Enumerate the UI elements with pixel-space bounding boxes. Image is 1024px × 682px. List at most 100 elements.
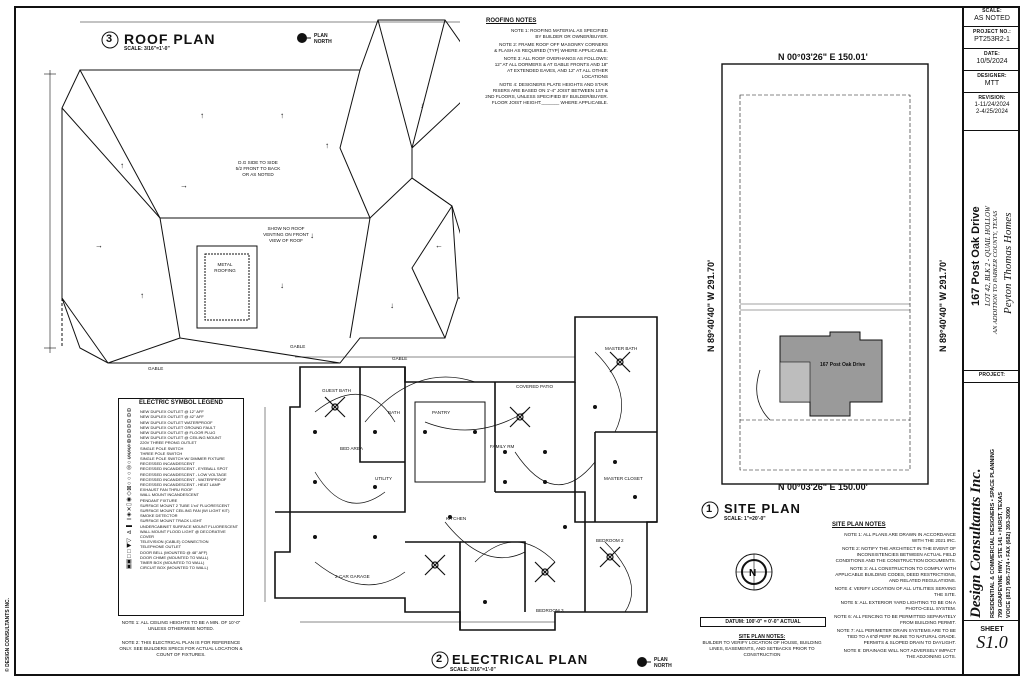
legend-symbol-icon: ○ — [127, 475, 131, 482]
site-plan-drawing — [721, 63, 929, 485]
legend-symbol-icon: ⊖ — [126, 408, 132, 415]
svg-text:↑: ↑ — [140, 291, 144, 300]
tb-date-label: DATE: — [984, 51, 1000, 57]
tb-project-no: PROJECT NO.: PT253R2-1 — [964, 29, 1020, 43]
roofing-note-line: NOTE 4: DESIGNERS PLATE HEIGHTS AND STAI… — [499, 82, 608, 87]
site-plan-number: 1 — [706, 503, 714, 515]
legend-item: ⊕ 220V THREE PRONG OUTLET — [122, 439, 240, 446]
legend-symbol-icon: ▭ — [126, 501, 132, 508]
roof-plan-center-note: D.G SIDE TO SIDE 5/2 FRONT TO BACK OR AS… — [235, 160, 281, 177]
legend-item: ◎ RECESSED INCANDESCENT - EYEBALL SPOT — [122, 465, 240, 472]
svg-text:↓: ↓ — [280, 281, 284, 290]
copyright-text: © DESIGN CONSULTANTS INC. — [5, 597, 11, 672]
legend-title: ELECTRIC SYMBOL LEGEND — [139, 400, 223, 406]
svg-text:N: N — [749, 568, 756, 579]
roofing-note-line: NOTE 1: ROOFING MATERIAL AS SPECIFIED — [511, 28, 608, 33]
legend-item-label: TELEPHONE OUTLET — [140, 544, 182, 550]
room-label: GUEST BATH — [322, 388, 351, 393]
legend-item-label: UNDERCABINET SURFACE MOUNT FLUORESCENT — [140, 523, 239, 529]
roofing-note-line: 2ND FLOORS, UNLESS SPECIFIED BY BUILDER/… — [485, 94, 608, 99]
legend-symbol-icon: ⊕ — [126, 439, 132, 446]
legend-note-2: NOTE 2: THIS ELECTRICAL PLAN IS FOR REFE… — [119, 640, 243, 657]
site-plan-note-line: NOTE 5: ALL EXTERIOR YARD LIGHTING TO BE… — [840, 600, 956, 611]
legend-symbol-icon: □ — [127, 548, 131, 555]
roof-plan-vent-note: SHOW NO ROOF VENTING ON FRONT VIEW OF RO… — [263, 226, 309, 243]
site-plan-note-line: NOTE 2: NOTIFY THE ARCHITECT IN THE EVEN… — [835, 546, 956, 563]
tb-project-label: PROJECT: — [964, 372, 1020, 379]
legend-item: ⊠EXHAUST FAN THRU ROOF — [122, 486, 240, 493]
legend-symbol-icon: ▣ — [126, 564, 132, 571]
tb-project-no-label: PROJECT NO.: — [973, 29, 1011, 35]
tb-designer-value: MTT — [984, 80, 1000, 87]
room-label: MASTER BATH — [605, 346, 638, 351]
roofing-note-line: FLOOR JOIST HEIGHT:_______ WHERE APPLICA… — [491, 100, 608, 105]
legend-item: ⊖NEW DUPLEX OUTLET @ 12" AFF — [122, 408, 240, 415]
svg-text:→: → — [180, 181, 188, 190]
site-plan-scale: SCALE: 1"=20'-0" — [724, 516, 766, 522]
legend-symbol-icon: ⊠ — [126, 486, 132, 493]
legend-symbol-icon: ▬ — [126, 522, 132, 529]
legend-symbol-icon: ⊖ — [126, 423, 132, 430]
room-label: KITCHEN — [446, 516, 467, 521]
tb-scale: SCALE: AS NOTED — [964, 8, 1020, 22]
roofing-note-line: BY BUILDER OR OWNER/BUYER. — [535, 34, 608, 39]
legend-item: ⊖NEW DUPLEX OUTLET @ CEILING MOUNT — [122, 434, 240, 441]
site-plan-note-line: NOTE 1: ALL PLANS ARE DRAWN IN ACCORDANC… — [844, 532, 956, 543]
legend-item: ⊖ NEW DUPLEX OUTLET GROUND FAULT — [122, 423, 240, 430]
legend-symbol-icon: ✕ — [126, 507, 132, 514]
tb-sheet-label: SHEET — [980, 626, 1004, 633]
electrical-plan-number: 2 — [436, 653, 444, 665]
legend-item-label: PENDANT FIXTURE — [140, 497, 178, 503]
legend-item: ▭SURFACE MOUNT 2 TUBE 1'x4' FLUORESCENT — [122, 501, 240, 508]
room-label: 2-CAR GARAGE — [335, 574, 370, 579]
legend-item-label: NEW DUPLEX OUTLET @ CEILING MOUNT — [140, 435, 222, 441]
tb-project-label-text: PROJECT: — [978, 372, 1006, 378]
site-plan-notes-list: NOTE 1: ALL PLANS ARE DRAWN IN ACCORDANC… — [834, 532, 956, 662]
legend-symbol-icon: ○ — [127, 460, 131, 467]
north-arrow-icon — [297, 33, 311, 43]
legend-list: ⊖NEW DUPLEX OUTLET @ 12" AFF⊖NEW DUPLEX … — [122, 408, 240, 571]
roof-plan-drawing: ↑↑↑ ↑↓← →↑↓ ↓↓→ — [44, 19, 460, 364]
svg-text:↑: ↑ — [120, 161, 124, 170]
tb-builder: Peyton Thomas Homes — [1002, 212, 1014, 314]
svg-text:↓: ↓ — [310, 231, 314, 240]
legend-item: $SINGLE POLE SWITCH — [122, 445, 240, 451]
legend-item-label: 220V THREE PRONG OUTLET — [140, 440, 197, 446]
legend-item-label: TIMER BOX (MOUNTED TO WALL) — [140, 560, 205, 566]
site-datum: DATUM: 100'-0" = 0'-0" ACTUAL — [700, 617, 826, 627]
svg-text:↑: ↑ — [200, 111, 204, 120]
site-bottom-bearing: N 00°03'26" E 150.00' — [778, 482, 868, 492]
legend-symbol-icon: ◎ — [126, 465, 132, 472]
tb-scale-value: AS NOTED — [974, 15, 1010, 22]
roof-plan-number-bubble — [101, 31, 119, 49]
legend-item-label: RECESSED INCANDESCENT - EYEBALL SPOT — [140, 466, 228, 472]
site-plan-inline-note-title: SITE PLAN NOTES: — [738, 634, 786, 640]
svg-text:↑: ↑ — [325, 141, 329, 150]
electrical-plan-drawing — [264, 316, 658, 631]
legend-item-label: RECESSED INCANDESCENT — [140, 461, 195, 467]
legend-symbol-icon: ═ — [126, 517, 132, 524]
legend-symbol-icon: ⊖ — [126, 413, 132, 420]
legend-item-label: NEW DUPLEX OUTLET GROUND FAULT — [140, 424, 216, 430]
tb-address: 167 Post Oak Drive — [970, 206, 982, 306]
site-top-bearing: N 00°03'26" E 150.01' — [778, 52, 868, 62]
legend-item-label: SURFACE MOUNT TRACK LIGHT — [140, 518, 203, 524]
room-label: COVERED PATIO — [516, 384, 554, 389]
tb-addition-line: AN ADDITION TO PARKER COUNTY, TEXAS — [992, 210, 999, 334]
room-label: MASTER CLOSET — [604, 476, 643, 481]
legend-item: ▣ CIRCUIT BOX (MOUNTED TO WALL) — [122, 564, 240, 571]
roofing-note-line: 12" AT ALL DORMERS & AT GABLE FRONTS AND… — [494, 62, 608, 67]
legend-item: ◉PENDANT FIXTURE — [122, 497, 240, 503]
roofing-notes-list: NOTE 1: ROOFING MATERIAL AS SPECIFIED BY… — [480, 28, 608, 106]
tb-designer: DESIGNER: MTT — [964, 73, 1020, 87]
legend-item-label: CIRCUIT BOX (MOUNTED TO WALL) — [140, 565, 209, 571]
room-label: PANTRY — [432, 410, 451, 415]
gable-label-2: GABLE — [290, 344, 306, 349]
tb-firm-address: 799 GRAPEVINE HWY, STE 141 • HURST, TEXA… — [998, 491, 1004, 618]
metal-roofing-label: METAL ROOFING — [214, 262, 236, 273]
svg-text:←: ← — [435, 241, 443, 250]
legend-item: ○ RECESSED INCANDESCENT — [122, 460, 240, 467]
gable-label-3: GABLE — [392, 356, 408, 361]
tb-scale-label: SCALE: — [982, 8, 1002, 14]
